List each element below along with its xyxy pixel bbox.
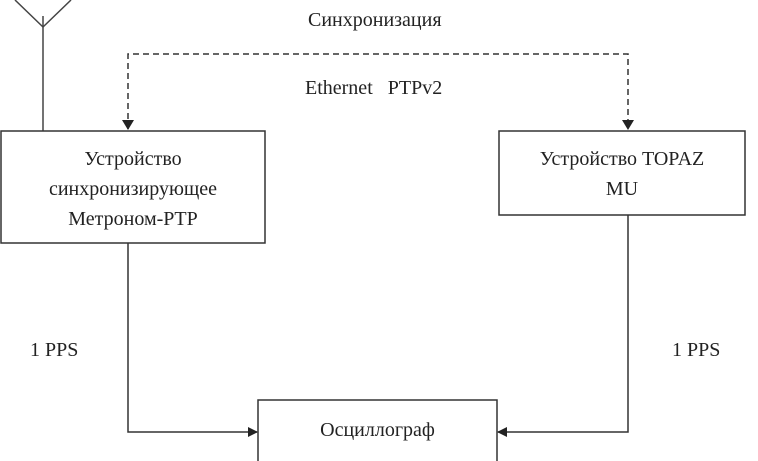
topaz-line-2: MU (605, 178, 639, 200)
pps-left-label: 1 PPS (30, 339, 79, 361)
topaz-box (498, 130, 746, 216)
protocol-label: Ethernet PTPv2 (305, 77, 443, 99)
metronom-line-1: Устройство (84, 148, 182, 170)
antenna-icon (14, 0, 72, 131)
topaz-line-1: Устройство TOPAZ (539, 148, 705, 170)
pps-right-connector (497, 215, 629, 437)
metronom-line-3: Метроном-PTP (68, 208, 198, 230)
metronom-line-2: синхронизирующее (48, 178, 218, 200)
sync-label: Синхронизация (308, 9, 442, 31)
oscilloscope-label: Осциллограф (320, 419, 435, 441)
pps-right-label: 1 PPS (672, 339, 721, 361)
topaz-block: Устройство TOPAZ MU (499, 144, 745, 204)
pps-left-connector (127, 243, 258, 437)
metronom-block: Устройство синхронизирующее Метроном-PTP (1, 144, 265, 234)
metronom-box (0, 130, 266, 244)
sync-dashed-connector (127, 53, 629, 129)
